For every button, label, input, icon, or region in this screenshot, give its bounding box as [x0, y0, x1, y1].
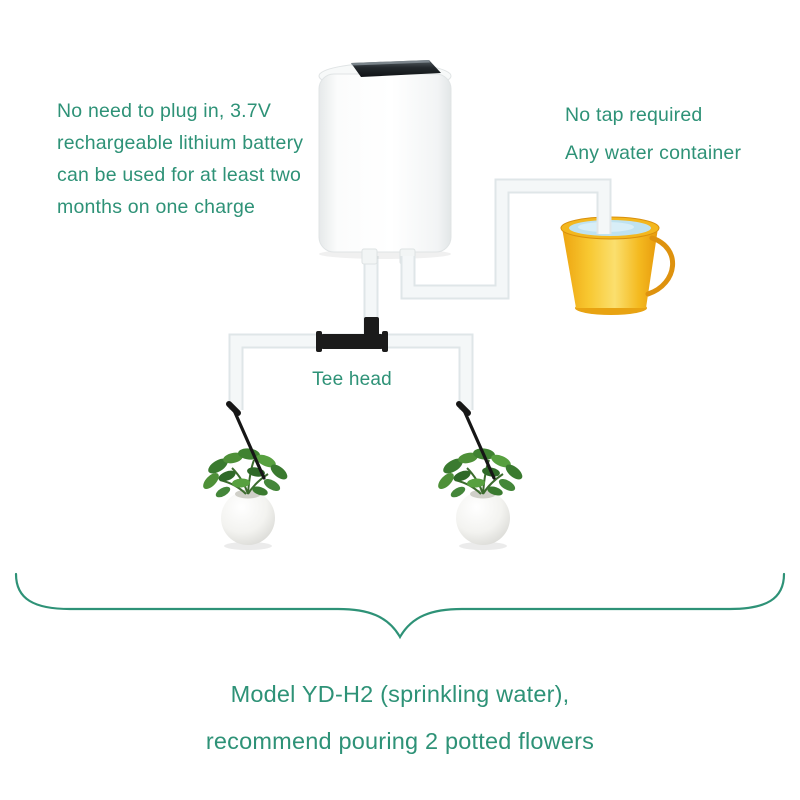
drip-stake-left [226, 401, 266, 480]
battery-note-line-1: No need to plug in, 3.7V [57, 100, 272, 122]
inlet-tube [400, 178, 612, 300]
bucket-handle [645, 235, 675, 297]
pump-device [318, 60, 452, 265]
drip-stake-right [456, 401, 496, 480]
model-caption-line-1: Model YD-H2 (sprinkling water), [230, 681, 570, 707]
model-caption-line-2: recommend pouring 2 potted flowers [205, 728, 595, 754]
tee-head-label: Tee head [312, 369, 392, 390]
tee-connector [316, 317, 388, 352]
potted-plant-right [434, 446, 526, 551]
battery-note: No need to plug in, 3.7V rechargeable li… [57, 95, 303, 223]
potted-plant-left [199, 446, 291, 551]
water-bucket [560, 216, 675, 315]
battery-note-line-2: rechargeable lithium battery [57, 132, 304, 154]
battery-note-line-3: can be used for at least two [57, 164, 302, 186]
container-note-line-1: No tap required [565, 104, 703, 126]
container-note: No tap required Any water container [565, 96, 741, 172]
device-outlet-nozzle [361, 248, 378, 265]
battery-note-line-4: months on one charge [57, 196, 256, 218]
curly-brace [14, 572, 786, 640]
model-caption: Model YD-H2 (sprinkling water), recommen… [0, 671, 800, 765]
container-note-line-2: Any water container [565, 142, 742, 164]
